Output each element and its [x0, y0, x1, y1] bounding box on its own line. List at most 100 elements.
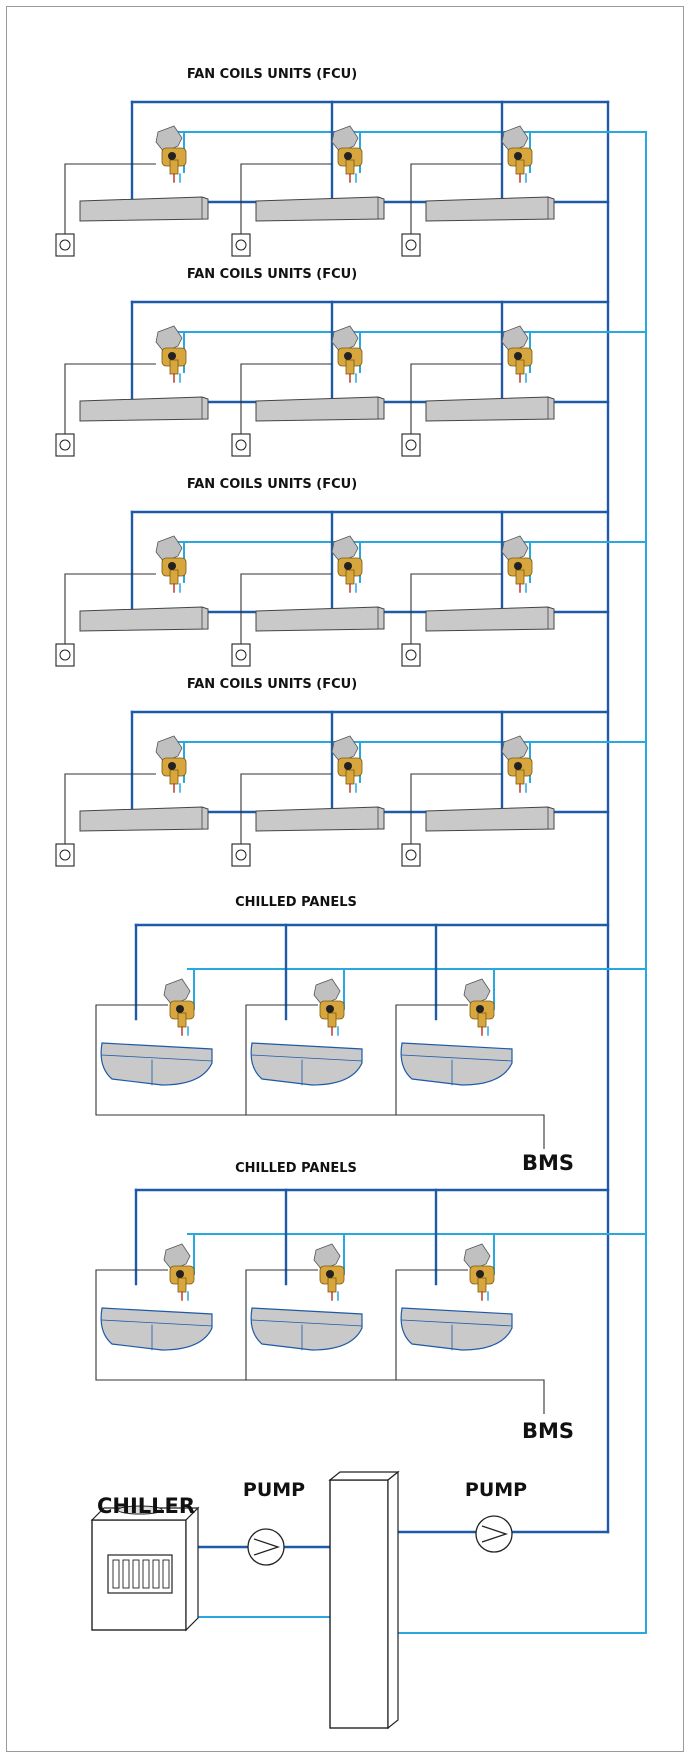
thermostat-dial [59, 239, 71, 251]
actuator-body [331, 535, 359, 563]
valve-dial [344, 352, 352, 360]
thermostat-box [231, 433, 251, 457]
fan-coil-unit [255, 396, 385, 422]
panel-edge [101, 1054, 213, 1062]
fan-coil-unit [425, 196, 555, 222]
valve-dial [514, 762, 522, 770]
thermostat-box [401, 233, 421, 257]
control-wire [240, 773, 332, 844]
control-wire [410, 573, 502, 644]
panel-edge [401, 1319, 513, 1327]
thermostat-icon [401, 233, 421, 257]
thermostat-dial [235, 649, 247, 661]
valve-actuator-icon [155, 325, 187, 383]
valve-dial [344, 762, 352, 770]
thermostat-dial [59, 849, 71, 861]
valve-actuator-icon [331, 325, 363, 383]
control-wire [395, 1004, 468, 1099]
bms-label: BMS [522, 1151, 574, 1175]
bms-wire [95, 1099, 545, 1149]
thermostat-icon [401, 843, 421, 867]
thermostat-icon [55, 643, 75, 667]
thermostat-box [231, 233, 251, 257]
valve-dial [476, 1005, 484, 1013]
thermostat-box [55, 433, 75, 457]
valve-port [177, 1012, 187, 1028]
valve-dial [476, 1270, 484, 1278]
bms-label: BMS [522, 1419, 574, 1443]
thermostat-dial [235, 239, 247, 251]
valve-port [515, 769, 525, 785]
chiller-grille-slat [142, 1559, 150, 1589]
pump-right-label: PUMP [465, 1479, 527, 1501]
thermostat-box [401, 843, 421, 867]
valve-dial [514, 152, 522, 160]
actuator-body [313, 978, 341, 1006]
fan-coil-unit [425, 806, 555, 832]
panel-edge [401, 1054, 513, 1062]
control-wire [64, 163, 156, 234]
valve-actuator-icon [155, 735, 187, 793]
fan-coil-unit [425, 396, 555, 422]
valve-dial [168, 762, 176, 770]
thermostat-icon [55, 433, 75, 457]
fan-coil-unit [79, 196, 209, 222]
pump-left-label: PUMP [243, 1479, 305, 1501]
fan-coil-unit [79, 606, 209, 632]
valve-actuator-icon [501, 325, 533, 383]
valve-port [477, 1277, 487, 1293]
valve-port [327, 1012, 337, 1028]
thermostat-icon [55, 843, 75, 867]
section-label: FAN COILS UNITS (FCU) [187, 477, 357, 492]
plant-room [90, 1470, 513, 1730]
actuator-body [463, 978, 491, 1006]
actuator-body [313, 1243, 341, 1271]
valve-actuator-icon [331, 535, 363, 593]
control-wire [95, 1269, 168, 1364]
actuator-body [501, 125, 529, 153]
pump-casing [247, 1528, 285, 1566]
valve-actuator-icon [331, 735, 363, 793]
fan-coil-unit [255, 606, 385, 632]
valve-actuator-icon [155, 125, 187, 183]
chiller-icon [90, 1505, 200, 1632]
valve-port [177, 1277, 187, 1293]
actuator-body [501, 325, 529, 353]
control-wire [245, 1269, 318, 1364]
valve-port [345, 159, 355, 175]
actuator-body [501, 735, 529, 763]
heat-exchanger-side [387, 1470, 399, 1730]
valve-dial [344, 562, 352, 570]
panel-edge [101, 1319, 213, 1327]
valve-port [515, 159, 525, 175]
actuator-body [501, 535, 529, 563]
actuator-body [163, 978, 191, 1006]
valve-port [169, 359, 179, 375]
valve-dial [176, 1005, 184, 1013]
thermostat-icon [401, 643, 421, 667]
labels: FAN COILS UNITS (FCU)FAN COILS UNITS (FC… [97, 67, 574, 1518]
actuator-body [331, 325, 359, 353]
actuator-body [155, 535, 183, 563]
chiller-grille-slat [112, 1559, 120, 1589]
actuator-body [155, 125, 183, 153]
thermostat-icon [231, 643, 251, 667]
thermostat-box [55, 843, 75, 867]
valve-dial [514, 352, 522, 360]
chilled-panel [250, 1042, 363, 1086]
actuator-body [155, 325, 183, 353]
fan-coil-unit [79, 806, 209, 832]
thermostat-box [55, 233, 75, 257]
chiller-fan [117, 1505, 163, 1515]
valve-dial [168, 352, 176, 360]
chiller-grille-slat [162, 1559, 170, 1589]
fan-coil-unit [425, 606, 555, 632]
valve-port [169, 159, 179, 175]
valve-dial [168, 152, 176, 160]
thermostat-dial [405, 239, 417, 251]
thermostat-dial [235, 439, 247, 451]
actuator-body [463, 1243, 491, 1271]
valve-actuator-icon [463, 1243, 495, 1301]
control-wire [240, 163, 332, 234]
valve-dial [326, 1005, 334, 1013]
